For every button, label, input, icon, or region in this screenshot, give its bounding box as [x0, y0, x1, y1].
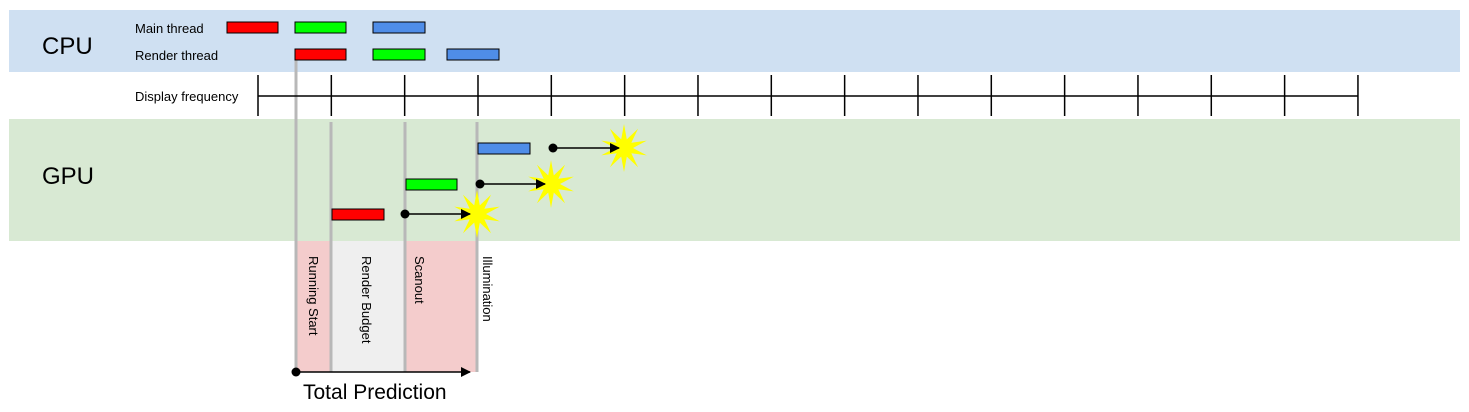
cpu-band	[9, 10, 1460, 72]
phase-label-running-start: Running Start	[306, 256, 321, 336]
render-thread-block-red	[294, 48, 347, 61]
render-thread-label: Render thread	[135, 48, 218, 63]
render-thread-block-green	[372, 48, 426, 61]
gpu-block-blue	[477, 142, 531, 155]
display-frequency-label: Display frequency	[135, 89, 239, 104]
phase-label-illumination: Illumination	[480, 256, 495, 322]
burst-star-icon	[528, 160, 574, 208]
main-thread-label: Main thread	[135, 21, 204, 36]
phase-band-render-budget	[331, 241, 405, 372]
burst-star-icon	[454, 190, 500, 238]
phase-label-scanout: Scanout	[412, 256, 427, 304]
vsync-ticks	[257, 75, 1359, 116]
render-thread-block-blue	[446, 48, 500, 61]
gpu-label: GPU	[42, 163, 94, 190]
phase-label-render-budget: Render Budget	[359, 256, 374, 344]
phase-band-running-start	[296, 241, 331, 372]
total-prediction-label: Total Prediction	[303, 381, 447, 404]
phase-band-scanout	[405, 241, 477, 372]
gpu-band	[9, 119, 1460, 241]
main-thread-block-red	[226, 21, 279, 34]
burst-star-icon	[601, 124, 647, 172]
main-thread-block-green	[294, 21, 347, 34]
cpu-label: CPU	[42, 33, 93, 60]
bursts	[454, 124, 647, 238]
main-thread-block-blue	[372, 21, 426, 34]
gpu-block-red	[331, 208, 385, 221]
gpu-block-green	[405, 178, 458, 191]
